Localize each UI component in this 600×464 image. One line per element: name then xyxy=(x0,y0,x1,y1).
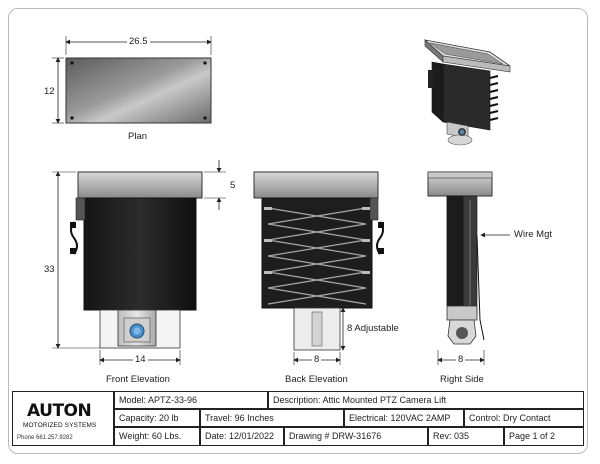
title-block: AUTON MOTORIZED SYSTEMS Phone 661.257.92… xyxy=(12,391,584,446)
front-elevation xyxy=(52,160,226,365)
plan-label: Plan xyxy=(128,131,148,142)
company-phone: Phone 661.257.9282 xyxy=(17,435,73,441)
isometric-view xyxy=(423,39,511,146)
technical-drawing xyxy=(52,36,511,365)
date-cell: Date: 12/01/2022 xyxy=(200,427,284,446)
plan-width-dimension: 26.5 xyxy=(127,36,150,47)
plan-depth-dimension: 12 xyxy=(44,86,55,97)
sheet-border xyxy=(8,8,588,454)
wire-mgt-callout: Wire Mgt xyxy=(514,229,552,240)
back-elevation-label: Back Elevation xyxy=(285,374,348,385)
control-cell: Control: Dry Contact xyxy=(464,409,584,427)
top-thickness-dimension: 5 xyxy=(230,180,236,191)
logo-wordmark: AUTON xyxy=(27,401,92,421)
right-side-view xyxy=(427,171,510,365)
page-cell: Page 1 of 2 xyxy=(504,427,584,446)
right-base-width-dimension: 8 xyxy=(456,354,466,365)
revision-cell: Rev: 035 xyxy=(428,427,504,446)
model-cell: Model: APTZ-33-96 xyxy=(114,391,268,409)
electrical-cell: Electrical: 120VAC 2AMP xyxy=(344,409,464,427)
front-height-dimension: 33 xyxy=(44,264,55,275)
weight-cell: Weight: 60 Lbs. xyxy=(114,427,200,446)
logo-tagline: MOTORIZED SYSTEMS xyxy=(23,422,97,429)
drawing-number-cell: Drawing # DRW-31676 xyxy=(284,427,428,446)
travel-cell: Travel: 96 Inches xyxy=(200,409,344,427)
description-cell: Description: Attic Mounted PTZ Camera Li… xyxy=(268,391,584,409)
right-side-label: Right Side xyxy=(440,374,484,385)
plan-view xyxy=(52,36,212,124)
back-base-width-dimension: 8 xyxy=(312,354,322,365)
back-adjustable-dimension: 8 Adjustable xyxy=(347,323,399,334)
capacity-cell: Capacity: 20 lb xyxy=(114,409,200,427)
front-elevation-label: Front Elevation xyxy=(106,374,170,385)
front-base-width-dimension: 14 xyxy=(133,354,148,365)
back-elevation xyxy=(253,171,384,365)
company-logo: AUTON MOTORIZED SYSTEMS Phone 661.257.92… xyxy=(12,391,114,446)
